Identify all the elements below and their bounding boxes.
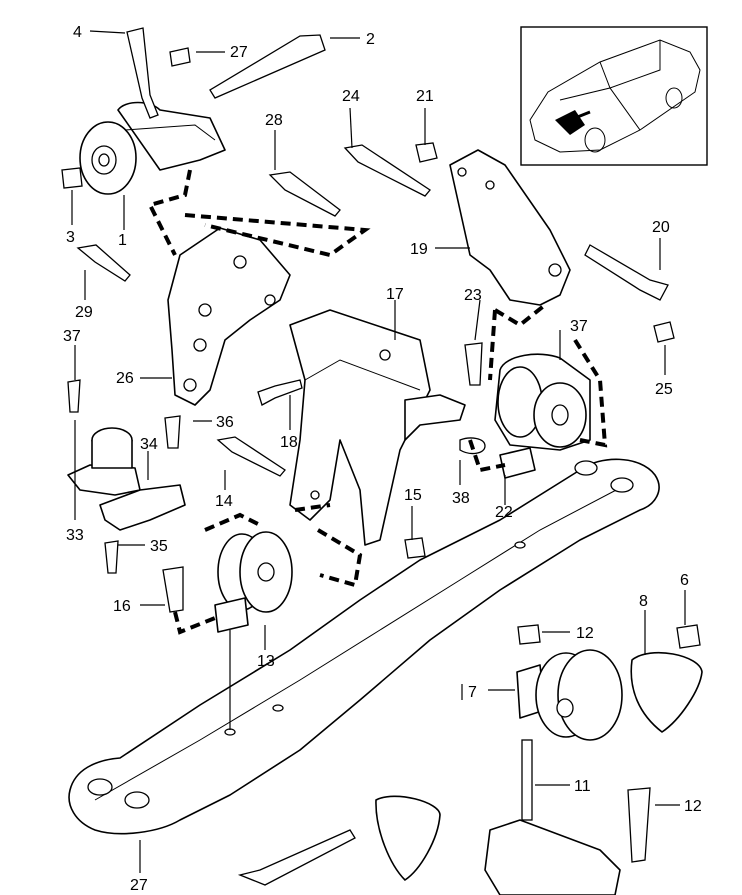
callout-1: 1 <box>118 232 127 249</box>
callout-33: 34 <box>140 436 158 453</box>
callout-36: 37 <box>570 318 588 335</box>
vehicle-inset-thumbnail <box>520 26 708 166</box>
callout-38: 38 <box>452 490 470 507</box>
callout-37: 37 <box>63 328 81 345</box>
callout-17: 16 <box>113 598 131 615</box>
callout-24: 23 <box>464 287 482 304</box>
bracket-18 <box>289 309 466 546</box>
callout-34: 35 <box>150 538 168 555</box>
callout-31: 29 <box>75 304 93 321</box>
callout-6: 6 <box>680 572 689 589</box>
leader-lines <box>71 30 686 873</box>
callout-22: 21 <box>416 88 434 105</box>
assembly-guides <box>147 169 608 635</box>
callout-25: 24 <box>342 88 360 105</box>
mount-32 <box>67 427 186 531</box>
callout-12: 12 <box>684 798 702 815</box>
bolts <box>61 27 701 886</box>
callout-23: 22 <box>495 504 513 521</box>
callout-13: 12 <box>576 625 594 642</box>
mount-7-8 <box>516 649 703 741</box>
callout-16: 15 <box>404 487 422 504</box>
callout-4: 4 <box>73 24 82 41</box>
callout-21: 20 <box>652 219 670 236</box>
callout-35: 36 <box>216 414 234 431</box>
callout-11: 11 <box>574 778 591 795</box>
callout-28: 26 <box>116 370 134 387</box>
bracket-28 <box>167 227 291 406</box>
stud-11 <box>375 739 621 895</box>
callout-30: 28 <box>265 112 283 129</box>
callout-19: 18 <box>280 434 298 451</box>
mount-14 <box>214 531 293 633</box>
engine-mount-1 <box>79 101 226 195</box>
callout-8: 8 <box>639 593 648 610</box>
callout-15: 14 <box>215 493 233 510</box>
callout-14: 13 <box>257 653 275 670</box>
mount-36 <box>494 353 591 479</box>
callout-27: 27 <box>130 877 148 894</box>
callout-29: 27 <box>230 44 248 61</box>
callout-26: 25 <box>655 381 673 398</box>
crossmember-27 <box>68 458 660 835</box>
callout-3: 3 <box>66 229 75 246</box>
callout-labels: 4 2 27 3 1 28 24 21 20 19 29 37 26 36 34… <box>63 24 702 894</box>
callout-2: 2 <box>366 31 375 48</box>
callout-7: 7 <box>468 684 477 701</box>
callout-20: 19 <box>410 241 428 258</box>
callout-18: 17 <box>386 286 404 303</box>
callout-32: 33 <box>66 527 84 544</box>
bracket-20 <box>449 149 571 306</box>
